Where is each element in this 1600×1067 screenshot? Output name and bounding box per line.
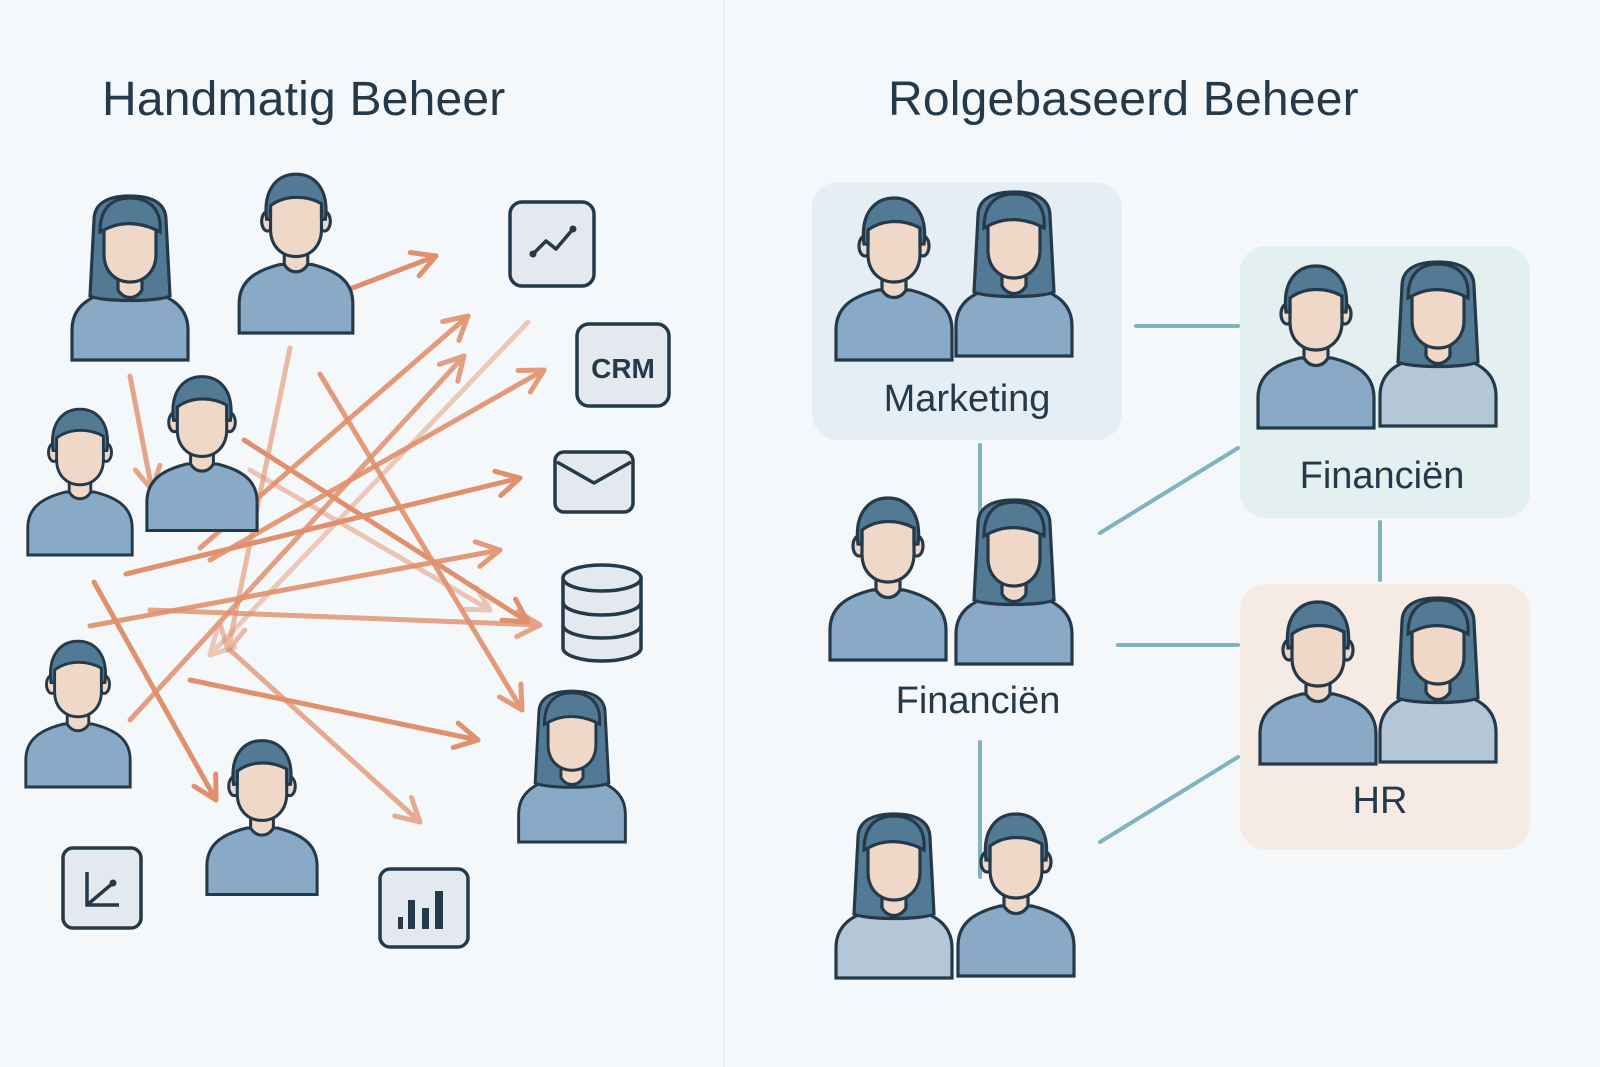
- crm-label: CRM: [591, 353, 655, 384]
- role-members: [828, 190, 1498, 980]
- manual-management-title: Handmatig Beheer: [102, 73, 506, 126]
- access-arrow: [317, 371, 525, 713]
- user-avatar: [517, 689, 627, 844]
- manual-diagram: CRM: [24, 172, 671, 949]
- member-avatar: [954, 190, 1074, 358]
- bar-chart-icon[interactable]: [378, 867, 470, 949]
- access-arrow: [147, 607, 543, 640]
- member-avatar: [956, 812, 1076, 978]
- access-arrow: [207, 319, 531, 658]
- user-avatar: [237, 172, 355, 335]
- connector: [1098, 446, 1240, 535]
- database-icon[interactable]: [561, 563, 643, 663]
- member-avatar: [834, 196, 954, 362]
- access-arrow: [339, 250, 439, 295]
- user-avatar: [145, 375, 259, 533]
- member-avatar: [954, 498, 1074, 666]
- access-arrow: [187, 677, 481, 751]
- access-arrow: [247, 467, 493, 613]
- manual-management-panel: Handmatig Beheer CRM: [0, 0, 724, 1067]
- access-arrows: [87, 250, 547, 825]
- access-arrow: [127, 353, 467, 723]
- role-label-finance-box: Financiën: [1299, 455, 1465, 497]
- access-arrow: [227, 647, 423, 825]
- crm-icon[interactable]: CRM: [575, 322, 671, 408]
- role-label-marketing: Marketing: [883, 378, 1051, 420]
- role-based-management-title: Rolgebaseerd Beheer: [888, 73, 1359, 126]
- role-diagram: [828, 190, 1498, 980]
- panel-divider: [723, 0, 725, 1067]
- access-arrow: [127, 373, 163, 493]
- role-based-management-panel: Rolgebaseerd Beheer Marketing Financiën …: [726, 0, 1600, 1067]
- role-label-finance: Financiën: [895, 680, 1061, 722]
- user-avatar: [205, 739, 319, 897]
- connector: [1098, 755, 1240, 844]
- member-avatar: [1378, 260, 1498, 428]
- role-label-hr: HR: [1352, 780, 1408, 822]
- user-avatar: [70, 194, 190, 362]
- member-avatar: [828, 496, 948, 662]
- users: [24, 172, 627, 897]
- mail-icon[interactable]: [553, 450, 635, 514]
- user-avatar: [26, 407, 134, 557]
- line-chart-icon[interactable]: [508, 200, 596, 288]
- member-avatar: [1258, 600, 1378, 766]
- user-avatar: [24, 639, 132, 789]
- member-avatar: [1256, 264, 1376, 430]
- arrow-down-left-icon[interactable]: [61, 846, 143, 930]
- access-arrow: [123, 468, 523, 577]
- member-avatar: [834, 812, 954, 980]
- member-avatar: [1378, 596, 1498, 764]
